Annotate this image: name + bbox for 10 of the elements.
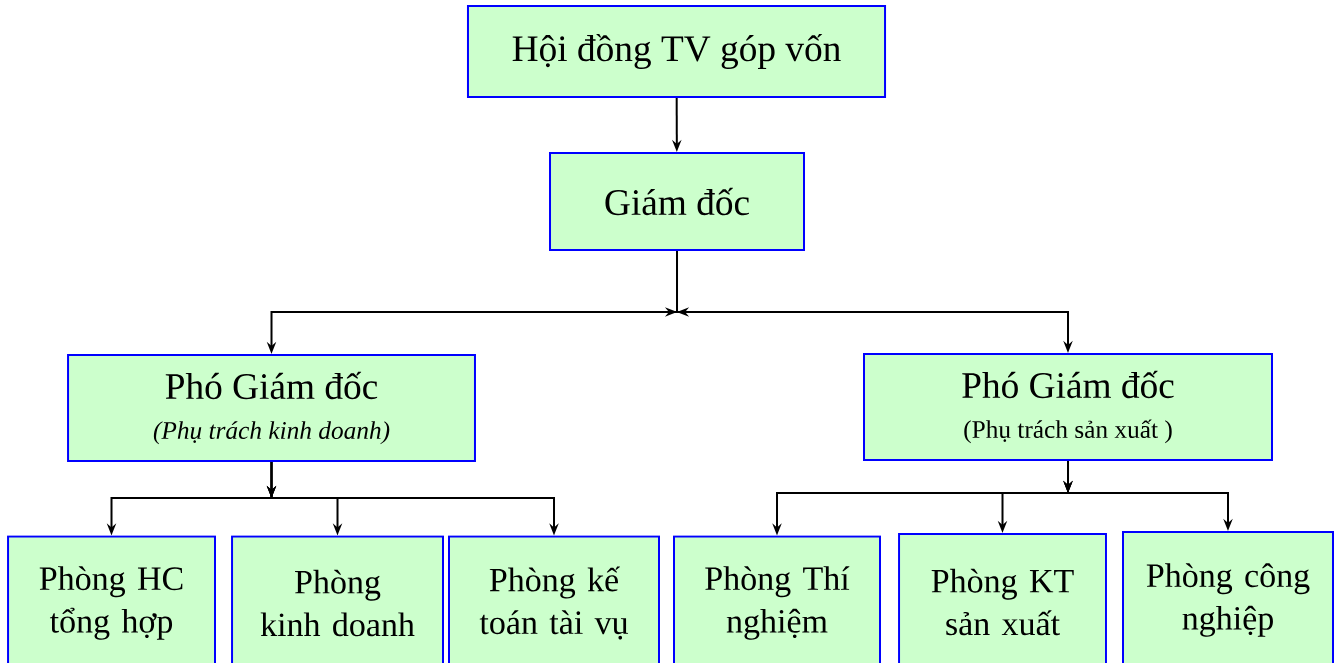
org-box: Phòng kế toán tài vụ [448, 535, 660, 663]
org-box: Phòng công nghiệp [1122, 531, 1334, 663]
org-box: Giám đốc [549, 151, 805, 252]
org-box: Phó Giám đốc (Phụ trách sản xuất ) [863, 353, 1273, 461]
org-box: Phòng HC tổng hợp [7, 535, 216, 663]
org-box: Phòng Thí nghiệm [673, 535, 881, 663]
org-box: Phòng kinh doanh [231, 535, 444, 663]
org-box: Phòng KT sản xuất [898, 533, 1107, 663]
org-box: Hội đồng TV góp vốn [467, 5, 887, 98]
org-box: Phó Giám đốc (Phụ trách kinh doanh) [67, 354, 476, 462]
